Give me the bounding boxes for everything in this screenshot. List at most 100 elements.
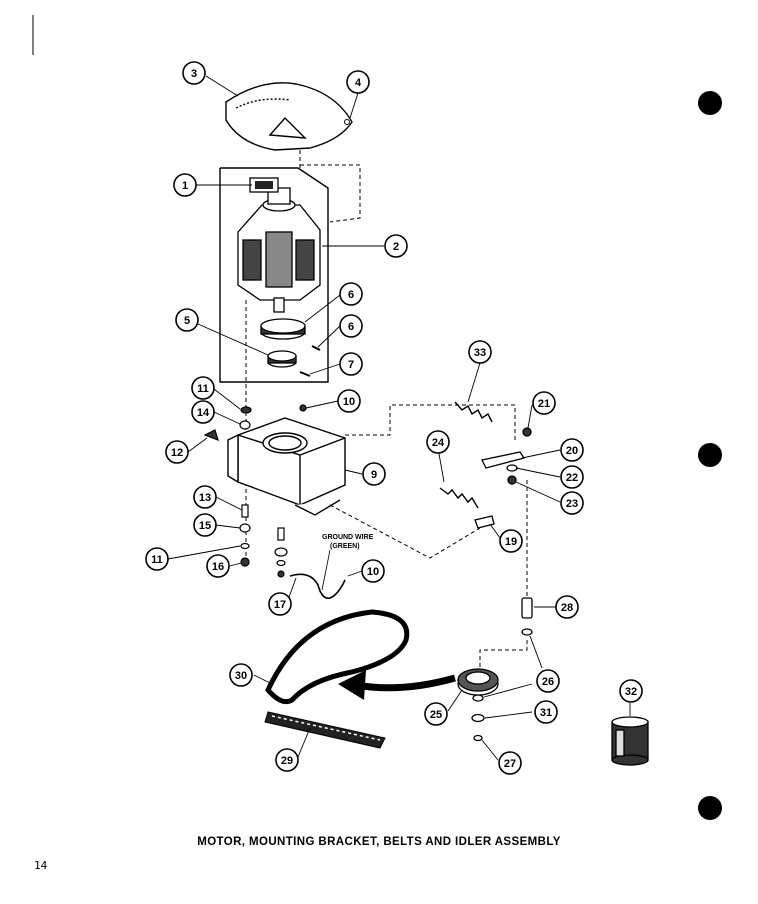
svg-text:11: 11 [151,554,163,566]
svg-text:31: 31 [540,707,552,719]
callout-26: 26 [536,669,560,693]
svg-text:27: 27 [504,758,516,770]
svg-text:7: 7 [348,359,354,371]
callout-20: 20 [560,438,584,462]
binder-hole-mark [698,91,722,115]
svg-text:10: 10 [343,396,355,408]
svg-text:21: 21 [538,398,550,410]
callout-7: 7 [339,352,363,376]
set-screw [311,345,321,351]
callout-6b: 6 [339,314,363,338]
page-number: 14 [34,859,48,872]
motor-switch-face [255,181,273,189]
callout-4: 4 [346,70,370,94]
idler-spring [454,401,493,423]
callout-25: 25 [424,702,448,726]
svg-text:13: 13 [199,492,211,504]
lubricant-can [611,716,649,766]
motor-cover [225,82,353,151]
bracket-dash [345,404,516,440]
idler-dash [479,640,528,668]
svg-text:4: 4 [355,77,362,89]
svg-text:9: 9 [371,469,377,481]
callout-1: 1 [173,173,197,197]
svg-text:26: 26 [542,676,554,688]
callout-16: 16 [206,554,230,578]
hardware-stack-left [203,406,252,567]
svg-text:2: 2 [393,241,399,253]
bracket-dash [329,504,481,559]
callout-12: 12 [165,440,189,464]
callout-11a: 11 [191,376,215,400]
svg-text:23: 23 [566,498,578,510]
svg-text:16: 16 [212,561,224,573]
svg-text:24: 24 [432,437,445,449]
idler-pulley [457,668,499,742]
callout-21: 21 [532,391,556,415]
svg-text:29: 29 [281,755,293,767]
cover-dash-lines [300,164,361,223]
idler-spring-lower [439,487,479,509]
ground-wire-leader [321,549,331,591]
svg-text:33: 33 [474,347,486,359]
svg-text:6: 6 [348,321,354,333]
svg-text:6: 6 [348,289,354,301]
callout-6a: 6 [339,282,363,306]
binder-hole-mark [698,796,722,820]
callout-2: 2 [384,234,408,258]
pump-belt [264,711,386,749]
cover-screw [344,119,350,125]
drive-pulley [267,350,297,368]
callout-27: 27 [498,751,522,775]
svg-text:28: 28 [561,602,573,614]
svg-text:14: 14 [197,407,210,419]
callout-31: 31 [534,700,558,724]
svg-text:32: 32 [625,686,637,698]
svg-text:30: 30 [235,670,247,682]
callout-9: 9 [362,462,386,486]
callout-22: 22 [560,465,584,489]
callout-10b: 10 [361,559,385,583]
svg-text:17: 17 [274,599,286,611]
ground-wire-label: GROUND WIRE [322,534,374,541]
svg-text:10: 10 [367,566,379,578]
callout-28: 28 [555,595,579,619]
callout-14: 14 [191,400,215,424]
callout-3: 3 [182,61,206,85]
callout-11b: 11 [145,547,169,571]
set-screw [299,371,311,377]
callout-29: 29 [275,748,299,772]
callout-30: 30 [229,663,253,687]
svg-text:19: 19 [505,536,517,548]
svg-text:11: 11 [197,383,209,395]
callout-19: 19 [499,529,523,553]
direction-arrow [361,674,456,692]
idler-arm [474,427,532,529]
callout-15: 15 [193,513,217,537]
leader-lines [167,75,631,761]
callout-17: 17 [268,592,292,616]
svg-text:3: 3 [191,68,197,80]
diagram-caption: MOTOR, MOUNTING BRACKET, BELTS AND IDLER… [197,836,561,848]
callout-32: 32 [619,679,643,703]
idler-post [521,597,533,636]
svg-text:22: 22 [566,472,578,484]
binder-hole-mark [698,443,722,467]
callout-24: 24 [426,430,450,454]
ground-wire-label-color: (GREEN) [330,543,360,550]
motor-pulley [260,318,306,340]
svg-text:20: 20 [566,445,578,457]
svg-text:12: 12 [171,447,183,459]
svg-text:1: 1 [182,180,188,192]
hardware-stack-mid [274,404,307,578]
callout-33: 33 [468,340,492,364]
callout-23: 23 [560,491,584,515]
ground-wire [289,573,346,600]
svg-text:5: 5 [184,315,190,327]
svg-text:15: 15 [199,520,211,532]
callout-13: 13 [193,485,217,509]
direction-arrowhead [338,670,366,700]
drive-belt [265,609,410,705]
callout-10a: 10 [337,389,361,413]
